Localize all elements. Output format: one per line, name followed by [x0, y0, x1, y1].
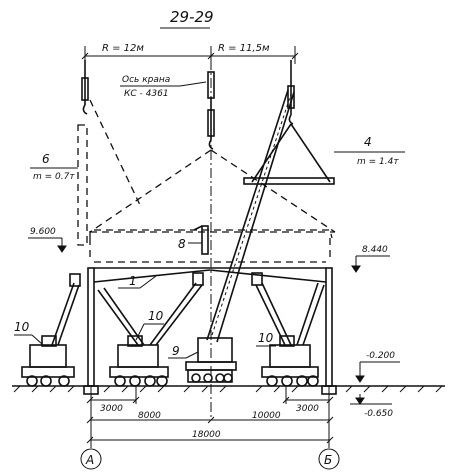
callout-10-right: 10: [258, 331, 274, 345]
element-8: [193, 225, 209, 255]
dim-18000-label: 18000: [192, 430, 221, 440]
load-6-column: [77, 124, 88, 246]
dim-10000-label: 10000: [252, 411, 281, 421]
load-4-number: 4: [364, 135, 372, 149]
radius-left-label: R = 12м: [102, 43, 144, 54]
section-title: 29-29: [170, 8, 214, 26]
load-6-mass: m = 0.7т: [33, 172, 75, 182]
dim-3000-left: [86, 386, 140, 404]
axis-b-label: Б: [324, 453, 332, 467]
load-4-truss: [243, 123, 335, 185]
load-6-number: 6: [42, 152, 50, 166]
level-minus-0650: -0.650: [364, 409, 393, 419]
axis-a-label: А: [85, 453, 94, 467]
machine-10-center: [97, 272, 204, 387]
radius-dimension: [81, 46, 299, 64]
dim-3000-right-label: 3000: [296, 404, 319, 414]
callout-10-center: 10: [148, 309, 164, 323]
callout-9: 9: [172, 344, 180, 358]
callout-1: 1: [129, 274, 137, 288]
hook-center: [207, 71, 215, 150]
crane-9-body: [185, 337, 237, 383]
dim-8000-10000: [86, 416, 334, 424]
level-left-top: [28, 237, 67, 253]
level-base: [350, 394, 392, 405]
dim-3000-left-label: 3000: [100, 404, 123, 414]
crane-boom: [206, 89, 295, 343]
axis-a-bubble: [80, 448, 102, 470]
ground-line: [12, 385, 445, 393]
load-4-mass: m = 1.4т: [357, 157, 399, 167]
level-ground: [355, 361, 400, 383]
callout-8: 8: [178, 237, 186, 251]
crane-axis-label: Ось крана: [122, 75, 170, 85]
level-right-top: [351, 255, 390, 273]
crane-model-label: КС - 4361: [124, 89, 169, 99]
radius-right-label: R = 11,5м: [218, 43, 270, 54]
level-minus-0200: -0.200: [366, 351, 395, 361]
dim-3000-right: [282, 386, 334, 404]
hook-left: [81, 60, 89, 115]
axis-b-bubble: [318, 448, 340, 470]
callout-10-left: 10: [14, 320, 30, 334]
level-9600: 9.600: [30, 227, 56, 237]
machine-10-right: [251, 272, 325, 387]
hook-right: [287, 60, 295, 125]
building-frame: [87, 229, 333, 387]
level-8440: 8.440: [362, 245, 388, 255]
dim-8000-label: 8000: [138, 411, 161, 421]
sling-dashed: [89, 99, 336, 233]
machine-10-left: [21, 273, 81, 387]
dim-18000: [86, 436, 334, 444]
